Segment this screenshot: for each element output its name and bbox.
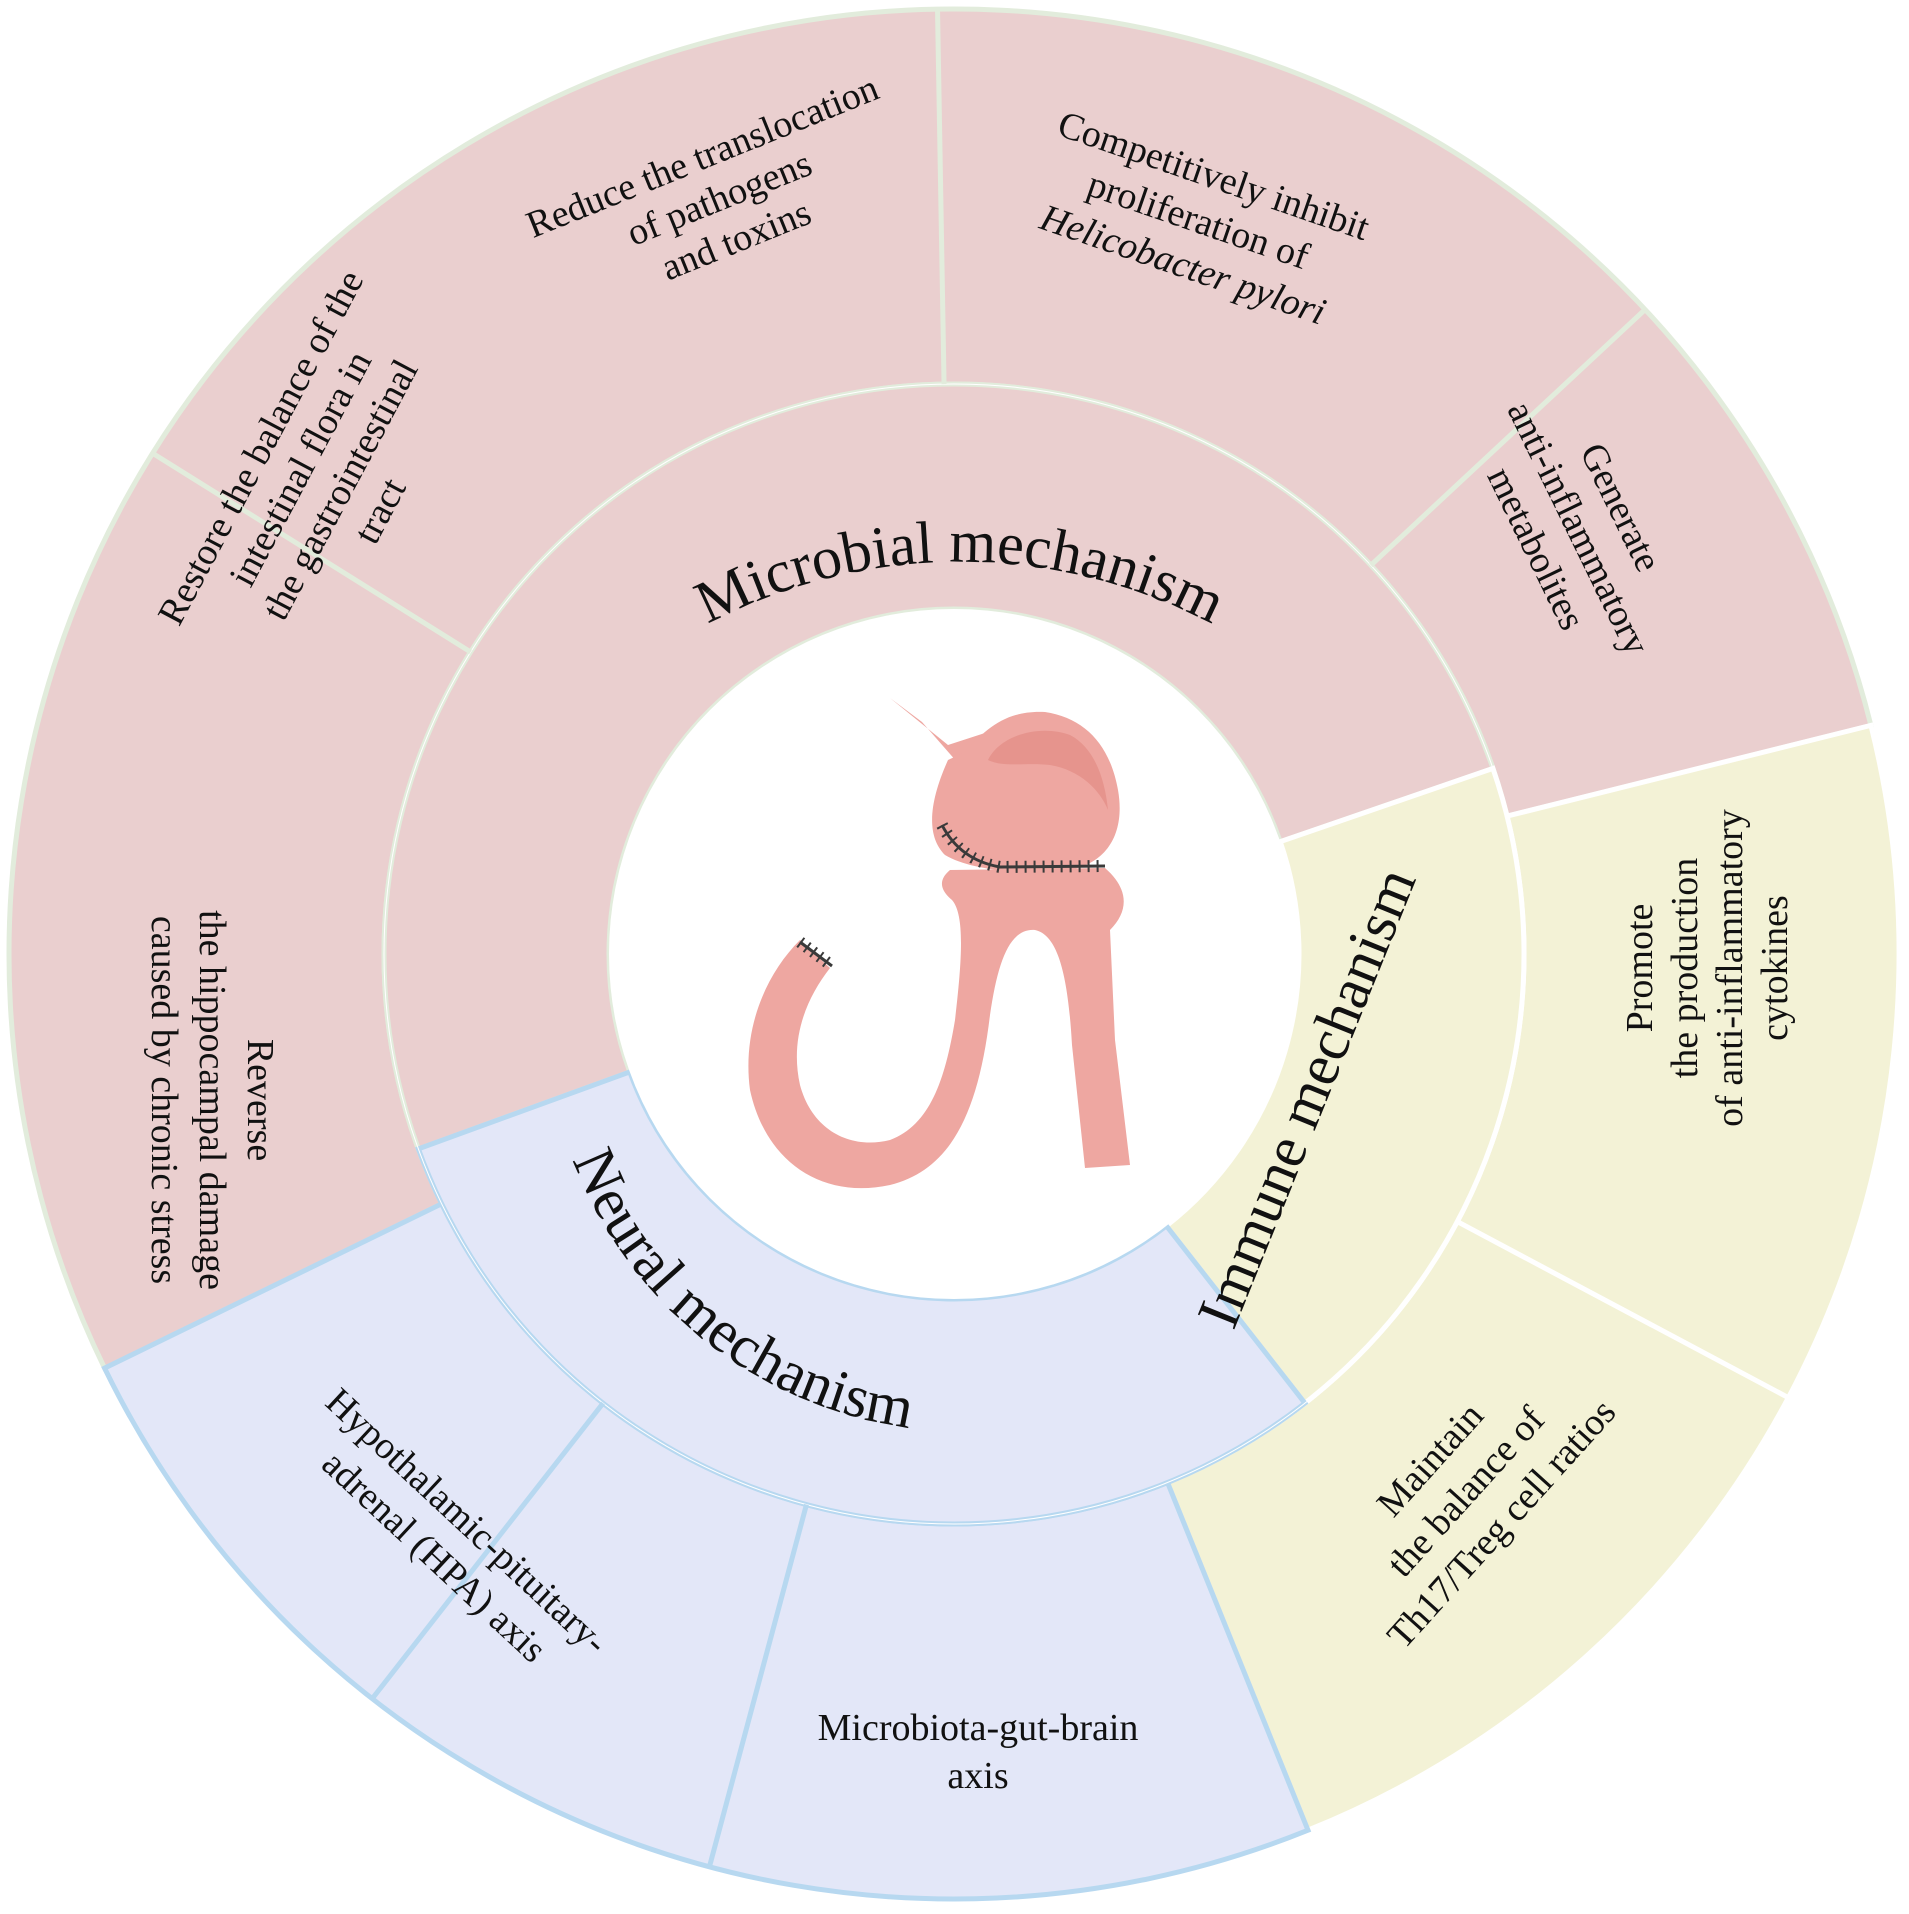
svg-text:of anti-inflammatory: of anti-inflammatory bbox=[1709, 809, 1751, 1127]
segment-divider-5 bbox=[707, 1503, 809, 1868]
segment-divider-2 bbox=[935, 9, 947, 385]
segment-dividers bbox=[151, 9, 1790, 1868]
svg-text:Reverse: Reverse bbox=[239, 1039, 281, 1161]
segment-divider-6 bbox=[370, 1401, 606, 1701]
center-disc bbox=[609, 609, 1299, 1299]
svg-text:Promote: Promote bbox=[1619, 904, 1661, 1033]
svg-text:cytokines: cytokines bbox=[1754, 895, 1796, 1041]
svg-text:Microbiota-gut-brain: Microbiota-gut-brain bbox=[818, 1707, 1139, 1749]
svg-text:the production: the production bbox=[1664, 858, 1706, 1079]
segment-divider-1 bbox=[151, 451, 472, 655]
svg-text:axis: axis bbox=[947, 1755, 1008, 1797]
segment-divider-3 bbox=[1369, 307, 1647, 568]
promote-cytokines-label: Promote the production of anti-inflammat… bbox=[1619, 809, 1796, 1127]
svg-text:the hippocampal damage: the hippocampal damage bbox=[191, 910, 233, 1290]
outer-ring bbox=[6, 6, 1902, 1902]
svg-text:caused by chronic stress: caused by chronic stress bbox=[143, 916, 185, 1284]
reverse-hippocampal-label: Reverse the hippocampal damage caused by… bbox=[143, 910, 281, 1290]
middle-ring-boundary bbox=[383, 383, 1525, 1525]
segment-divider-4 bbox=[1456, 1219, 1790, 1400]
microbiota-gut-brain-label: Microbiota-gut-brain axis bbox=[818, 1707, 1139, 1797]
stomach-intestine-icon bbox=[748, 698, 1130, 1189]
